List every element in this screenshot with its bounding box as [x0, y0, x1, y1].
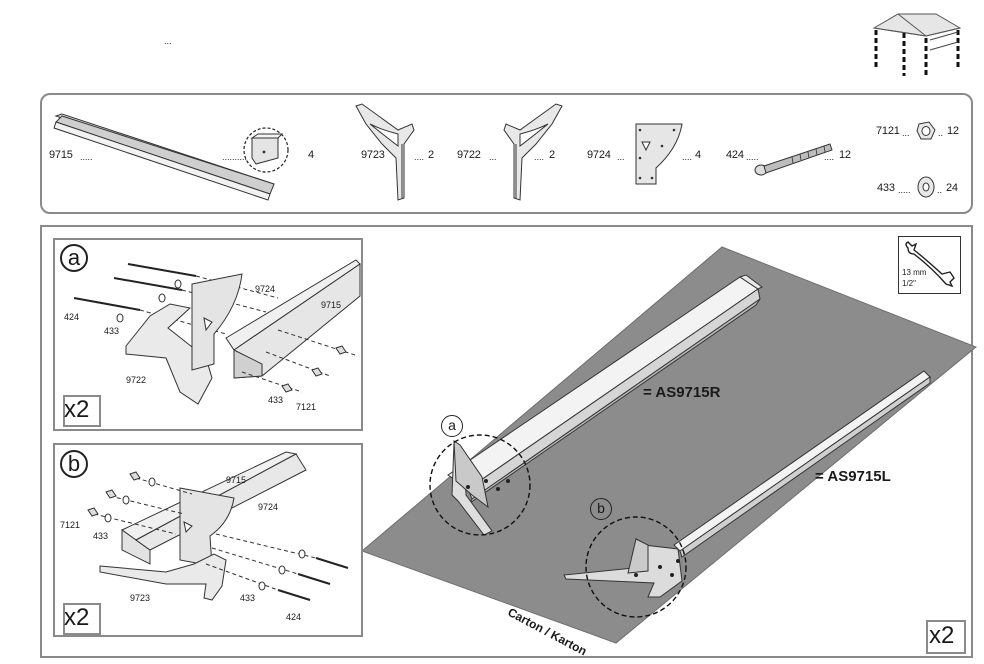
leader-dots: ... — [902, 128, 910, 138]
step-b-label-9723: 9723 — [130, 593, 151, 603]
step-b-label-433-left: 433 — [93, 531, 109, 541]
label-as9715r: = AS9715R — [643, 384, 721, 401]
step-a-label-9715: 9715 — [321, 300, 342, 310]
gazebo-icon — [872, 13, 962, 78]
label-as9715l: = AS9715L — [815, 468, 891, 485]
step-a-label-9724: 9724 — [255, 284, 276, 294]
part-code-424: 424 — [726, 149, 744, 161]
step-b-label-424: 424 — [286, 612, 302, 622]
part-code-9715: 9715 — [49, 149, 73, 161]
step-b-marker: b — [60, 450, 88, 478]
part-qty-9715: 4 — [308, 149, 314, 161]
leader-dots: ... — [489, 152, 497, 162]
leader-dots: .... — [534, 152, 545, 162]
part-code-9722: 9722 — [457, 149, 481, 161]
part-code-433: 433 — [877, 182, 895, 194]
leader-dots: ..... — [80, 152, 93, 162]
wrench-size-mm: 13 mm — [902, 268, 927, 277]
callout-b-marker: b — [590, 498, 612, 520]
part-code-9724: 9724 — [587, 149, 611, 161]
main-count-box — [926, 620, 966, 654]
step-b-illustration — [87, 451, 349, 601]
main-panel — [40, 225, 973, 658]
wrench-tool-box — [898, 236, 961, 294]
bolt-424-illustration — [754, 143, 833, 176]
part-qty-9722: 2 — [549, 149, 555, 161]
step-b-label-9724: 9724 — [258, 502, 279, 512]
leader-dots: .... — [824, 152, 835, 162]
step-b-label-9715: 9715 — [226, 475, 247, 485]
plate-9724-illustration — [635, 123, 683, 185]
step-a-marker: a — [60, 244, 88, 272]
step-b-count: x2 — [64, 604, 90, 631]
leader-dots: .... — [682, 152, 693, 162]
part-qty-7121: 12 — [947, 125, 959, 137]
step-a-label-433-left: 433 — [104, 326, 120, 336]
washer-433-icon — [917, 176, 935, 198]
step-a-panel — [53, 238, 363, 431]
bracket-9723-illustration — [355, 103, 415, 201]
step-a-count: x2 — [64, 396, 90, 423]
step-b-count-box — [63, 603, 101, 635]
step-b-label-7121: 7121 — [60, 520, 81, 530]
leader-dots: ..... — [746, 152, 759, 162]
main-assembly-illustration — [361, 246, 977, 644]
part-qty-433: 24 — [946, 182, 958, 194]
step-b-panel — [53, 443, 363, 637]
parts-panel — [40, 93, 973, 214]
leader-dots: .... — [414, 152, 425, 162]
bracket-9722-illustration — [503, 103, 563, 201]
wrench-icon — [905, 241, 955, 288]
part-code-7121: 7121 — [876, 125, 900, 137]
leader-dots: .. — [937, 185, 943, 195]
part-qty-9724: 4 — [695, 149, 701, 161]
leader-dots: .......... — [222, 152, 248, 162]
callout-a-marker: a — [441, 415, 463, 437]
wrench-size-in: 1/2" — [902, 279, 916, 288]
main-count: x2 — [929, 622, 955, 649]
step-a-illustration — [73, 259, 361, 405]
leader-dots: .. — [938, 128, 944, 138]
leader-dots: ... — [617, 152, 625, 162]
step-a-label-7121: 7121 — [296, 402, 317, 412]
step-a-label-424: 424 — [64, 312, 80, 322]
step-b-label-433-right: 433 — [240, 593, 256, 603]
step-a-label-9722: 9722 — [126, 375, 147, 385]
step-a-label-433-right: 433 — [268, 395, 284, 405]
header-dots: ... — [164, 36, 172, 46]
part-qty-424: 12 — [839, 149, 851, 161]
beam-9715-illustration — [53, 113, 289, 201]
part-qty-9723: 2 — [428, 149, 434, 161]
leader-dots: ..... — [898, 185, 911, 195]
nut-7121-icon — [916, 121, 936, 140]
step-a-count-box — [63, 395, 101, 427]
part-code-9723: 9723 — [361, 149, 385, 161]
